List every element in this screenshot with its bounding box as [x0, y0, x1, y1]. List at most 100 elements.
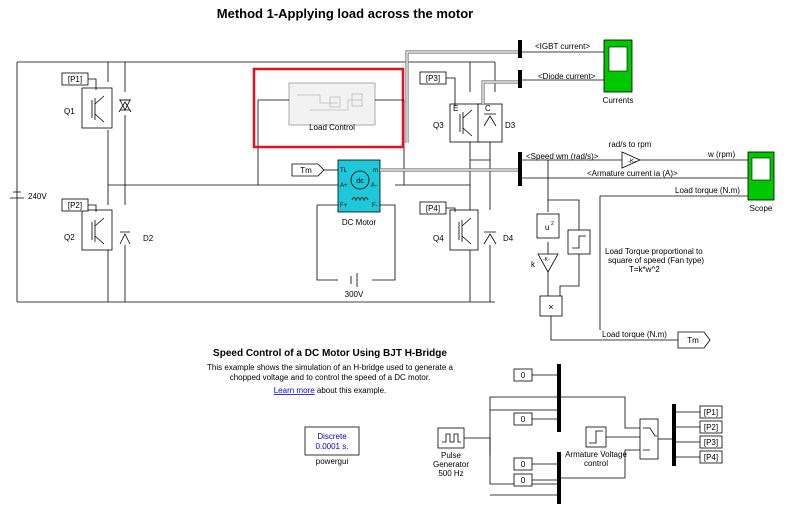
note-line3: T=k*w^2 — [629, 265, 660, 274]
description-line1: This example shows the simulation of an … — [207, 363, 453, 372]
armature-voltage-control[interactable] — [585, 426, 607, 448]
load-control-label: Load Control — [309, 123, 355, 132]
learn-more-line: Learn more about this example. — [274, 386, 387, 395]
goto-p4-label: [P4] — [426, 204, 440, 213]
signal-igbt-current: <IGBT current> — [535, 42, 590, 51]
diagram-title: Method 1-Applying load across the motor — [217, 6, 473, 21]
diode-d1[interactable] — [118, 99, 132, 113]
square-block[interactable] — [536, 213, 560, 239]
description-line2: chopped voltage and to control the speed… — [230, 373, 431, 382]
signal-w-rpm: w (rpm) — [707, 150, 735, 159]
dc-motor-port-fm: F- — [372, 203, 378, 209]
pulse-generator[interactable] — [437, 427, 465, 449]
goto-out-p1[interactable] — [699, 405, 723, 419]
learn-more-link[interactable]: Learn more — [274, 386, 315, 395]
goto-out-p3-label: [P3] — [704, 438, 718, 447]
const-top-2-val: 0 — [521, 415, 526, 424]
tm-goto-label: Tm — [687, 336, 699, 345]
const-bot-2-val: 0 — [521, 476, 526, 485]
armature-control-label1: Armature Voltage — [565, 450, 627, 459]
igbt-q4[interactable] — [449, 209, 497, 251]
goto-out-p4[interactable] — [699, 450, 723, 464]
k-gain[interactable] — [537, 253, 559, 273]
igbt-q3[interactable] — [449, 103, 503, 143]
powergui-line1: Discrete — [317, 432, 347, 441]
learn-more-rest: about this example. — [315, 386, 387, 395]
mux-top[interactable] — [557, 364, 561, 432]
dc-motor-port-am: A- — [371, 183, 377, 189]
main-scope-label: Scope — [750, 204, 773, 213]
product-symbol: × — [548, 302, 553, 312]
dc-motor-inner: dc — [356, 178, 364, 185]
igbt-q1[interactable] — [81, 87, 131, 129]
description-heading: Speed Control of a DC Motor Using BJT H-… — [213, 348, 447, 359]
currents-scope[interactable] — [603, 39, 633, 93]
d2-label: D2 — [143, 234, 154, 243]
armature-control-label2: control — [584, 459, 608, 468]
powergui-line2: 0.0001 s. — [316, 442, 349, 451]
goto-out-p3[interactable] — [699, 435, 723, 449]
goto-p1[interactable] — [61, 72, 97, 90]
note-line2: square of speed (Fan type) — [608, 256, 704, 265]
tm-goto-tag[interactable] — [677, 331, 711, 349]
const-bot-1-val: 0 — [521, 460, 526, 469]
gain-k-text: -K- — [628, 159, 636, 165]
const-top-1-val: 0 — [521, 371, 526, 380]
goto-out-p1-label: [P1] — [704, 408, 718, 417]
d3-label: D3 — [505, 121, 516, 130]
dc-motor-port-ap: A+ — [340, 183, 348, 189]
pulse-label2: Generator — [433, 460, 469, 469]
goto-p2-label: [P2] — [68, 201, 82, 210]
bus-selector-igbt[interactable] — [518, 40, 522, 58]
square-exp: 2 — [551, 221, 554, 227]
goto-out-p2[interactable] — [699, 420, 723, 434]
q3-label: Q3 — [433, 121, 444, 130]
dc-motor-port-tl: TL — [340, 168, 348, 174]
k-gain-text: -K- — [543, 257, 550, 263]
abs-block[interactable] — [567, 229, 591, 255]
pulse-label3: 500 Hz — [438, 469, 463, 478]
note-line1: Load Torque proportional to — [605, 247, 703, 256]
signal-load-torque-top: Load torque (N.m) — [675, 186, 740, 195]
tm-from-label: Tm — [300, 166, 312, 175]
demux[interactable] — [672, 404, 676, 466]
bus-selector-motor[interactable] — [518, 152, 522, 186]
battery-300v[interactable] — [350, 273, 358, 287]
load-control-subsystem[interactable] — [288, 82, 376, 126]
goto-p4[interactable] — [419, 201, 456, 215]
rad-to-rpm-gain[interactable] — [621, 151, 641, 169]
q4-label: Q4 — [433, 234, 444, 243]
goto-p1-label: [P1] — [68, 75, 82, 84]
q3-c-label: C — [485, 104, 491, 113]
signal-load-torque-bottom: Load torque (N.m) — [602, 330, 667, 339]
q3-e-label: E — [453, 104, 458, 113]
dc-motor-port-fp: F+ — [340, 203, 348, 209]
square-u: u — [545, 223, 549, 232]
tm-from-tag[interactable] — [291, 163, 338, 177]
battery-240v-label: 240V — [28, 192, 47, 201]
currents-scope-label: Currents — [603, 96, 634, 105]
bus-selector-diode[interactable] — [518, 70, 522, 88]
goto-p2[interactable] — [61, 198, 97, 212]
pulse-label1: Pulse — [441, 451, 462, 460]
goto-out-p2-label: [P2] — [704, 423, 718, 432]
q1-label: Q1 — [64, 107, 75, 116]
dc-motor-block[interactable] — [337, 159, 381, 213]
mux-bottom[interactable] — [557, 452, 561, 504]
powergui-label: powergui — [316, 457, 349, 466]
goto-p3-label: [P3] — [426, 74, 440, 83]
goto-p3[interactable] — [419, 71, 456, 106]
igbt-q2[interactable] — [81, 209, 131, 251]
q2-label: Q2 — [64, 233, 75, 242]
d4-label: D4 — [503, 234, 514, 243]
powergui-block[interactable] — [304, 426, 360, 456]
goto-out-p4-label: [P4] — [704, 453, 718, 462]
load-control-highlight — [252, 67, 405, 149]
signal-armature-current: <Armature current ia (A)> — [587, 169, 678, 178]
main-scope[interactable] — [747, 151, 775, 201]
switch-block[interactable] — [639, 418, 659, 460]
rad-to-rpm-label: rad/s to rpm — [609, 140, 652, 149]
signal-speed-wm: <Speed wm (rad/s)> — [526, 152, 599, 161]
dc-motor-port-m: m — [373, 168, 378, 174]
